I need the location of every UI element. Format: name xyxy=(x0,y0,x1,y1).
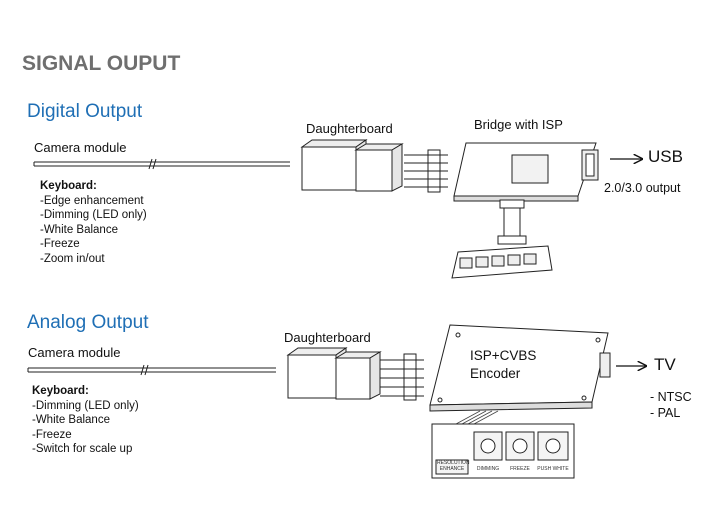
bridge-board xyxy=(453,142,599,202)
page-title: SIGNAL OUPUT xyxy=(22,52,181,75)
analog-output-heading: Analog Output xyxy=(27,312,149,333)
digital-daughterboard-label: Daughterboard xyxy=(306,121,393,136)
encoder-board xyxy=(429,324,611,412)
encoder-label-line2: Encoder xyxy=(470,366,521,381)
digital-output-heading: Digital Output xyxy=(27,101,143,122)
digital-camera-cable xyxy=(33,158,290,170)
button-label-dimming: DIMMING xyxy=(476,466,500,472)
analog-connector xyxy=(380,353,424,401)
digital-daughterboard xyxy=(300,139,404,192)
analog-keyboard-item: -White Balance xyxy=(32,414,110,426)
button-label-push-white: PUSH WHITE xyxy=(537,466,569,472)
pal-label: - PAL xyxy=(650,406,681,420)
analog-keyboard-item: -Freeze xyxy=(32,428,72,441)
analog-daughterboard-label: Daughterboard xyxy=(284,330,371,345)
analog-camera-label: Camera module xyxy=(28,345,121,360)
analog-keyboard-item: -Dimming (LED only) xyxy=(32,399,139,412)
button-label-resolution-enhance: RESOLUTION ENHANCE xyxy=(437,460,470,472)
analog-keyboard-list: Keyboard: -Dimming (LED only) -White Bal… xyxy=(32,384,139,457)
analog-camera-cable xyxy=(27,364,276,376)
digital-keyboard-list: Keyboard: -Edge enhancement -Dimming (LE… xyxy=(40,179,147,266)
analog-keyboard-item: -Switch for scale up xyxy=(32,443,133,455)
digital-keyboard-title: Keyboard: xyxy=(40,180,97,192)
ntsc-label: - NTSC xyxy=(650,390,692,404)
analog-daughterboard xyxy=(286,347,382,400)
digital-flex-cable xyxy=(497,199,527,245)
analog-ribbon xyxy=(455,410,499,425)
bridge-label: Bridge with ISP xyxy=(474,117,563,132)
analog-keyboard-title: Keyboard: xyxy=(32,385,89,397)
digital-keyboard-item: -Freeze xyxy=(40,238,80,250)
usb-label: USB xyxy=(648,147,683,166)
digital-keypad-board xyxy=(451,245,553,279)
usb-version-label: 2.0/3.0 output xyxy=(604,181,681,195)
digital-camera-label: Camera module xyxy=(34,140,127,155)
encoder-label-line1: ISP+CVBS xyxy=(470,348,537,363)
digital-keyboard-item: -Dimming (LED only) xyxy=(40,209,147,221)
digital-keyboard-item: -Zoom in/out xyxy=(40,252,105,265)
analog-button-board xyxy=(431,423,575,479)
digital-connector xyxy=(404,149,448,193)
digital-keyboard-item: -White Balance xyxy=(40,223,118,236)
digital-keyboard-item: -Edge enhancement xyxy=(40,194,144,207)
tv-label: TV xyxy=(654,355,676,374)
button-label-freeze: FREEZE xyxy=(510,466,530,472)
